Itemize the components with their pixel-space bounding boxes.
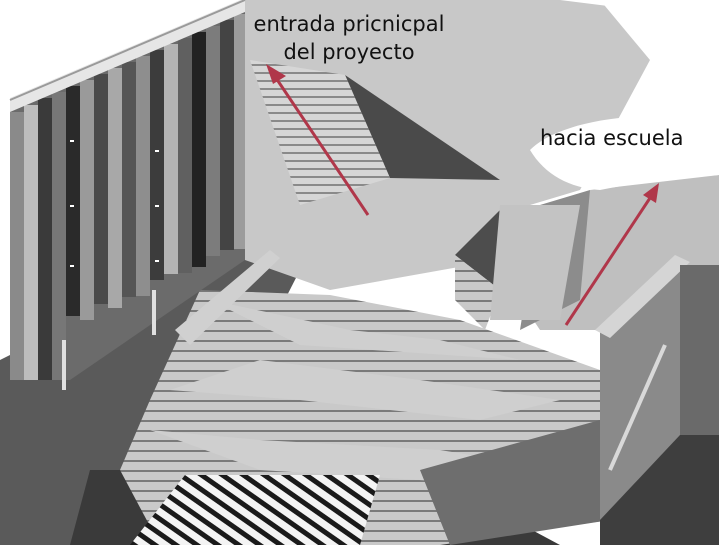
right-wall-rail	[608, 344, 667, 471]
post-2	[152, 290, 156, 335]
cloud-top	[560, 0, 719, 36]
landing-1	[210, 300, 520, 360]
left-ramp	[175, 250, 280, 345]
plaza-shadow-triangle	[345, 75, 500, 180]
upper-stairs	[250, 60, 390, 205]
building-roof	[10, 0, 245, 112]
fin-markers	[70, 140, 159, 267]
arrow-main-entrance	[266, 64, 370, 216]
building-fins	[10, 14, 245, 380]
main-entrance-label: entrada pricnicpal del proyecto	[238, 10, 460, 66]
mid-pyramid-stairs	[455, 255, 500, 330]
cloud-right	[530, 115, 719, 190]
right-wall-top	[595, 255, 690, 338]
right-block	[680, 265, 719, 435]
mid-pyramid-dark	[455, 210, 500, 290]
post-1	[62, 340, 66, 390]
bottom-grate	[130, 475, 380, 545]
school-label: hacia escuela	[540, 126, 684, 150]
landing-2	[170, 360, 560, 420]
arrow-school	[564, 183, 659, 326]
right-floor-shadow	[600, 435, 719, 545]
mid-landing	[490, 205, 580, 320]
stairs-lower-shadow	[420, 420, 610, 545]
main-entrance-label-line1: entrada pricnicpal	[253, 12, 445, 36]
main-entrance-label-line2: del proyecto	[283, 40, 415, 64]
building-roof-rail	[9, 0, 246, 101]
